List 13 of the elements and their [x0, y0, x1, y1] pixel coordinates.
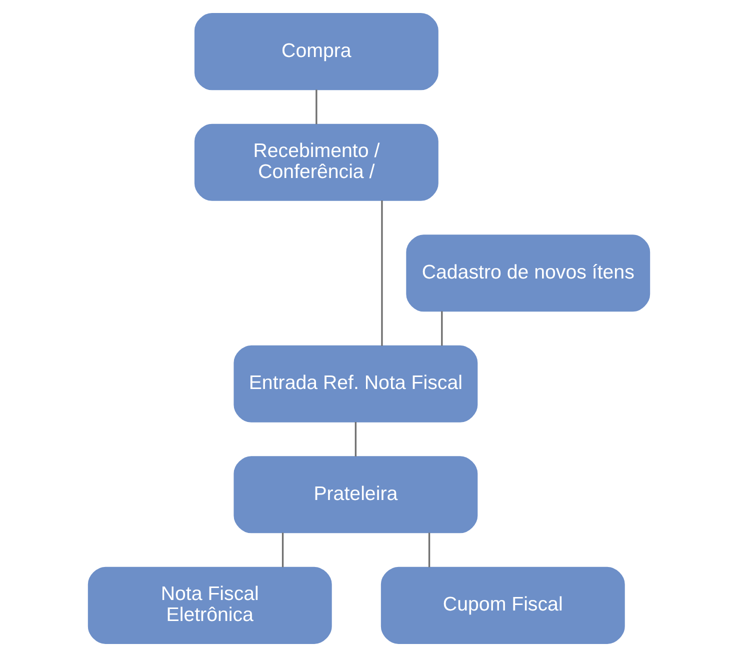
connector [380, 200, 382, 346]
connector [281, 532, 284, 568]
node-box: Nota Fiscal Eletrônica [87, 566, 332, 644]
node-box: Prateleira [233, 456, 478, 534]
node-box: Compra [194, 13, 438, 90]
node-box: Cadastro de novos ítens [406, 234, 650, 312]
connector [354, 422, 356, 456]
connector [315, 90, 317, 124]
connector [440, 311, 442, 346]
node-box: Recebimento / Conferência / [194, 124, 438, 201]
node-box: Cupom Fiscal [380, 566, 624, 644]
node-box: Entrada Ref. Nota Fiscal [233, 345, 478, 422]
connector [428, 532, 430, 568]
